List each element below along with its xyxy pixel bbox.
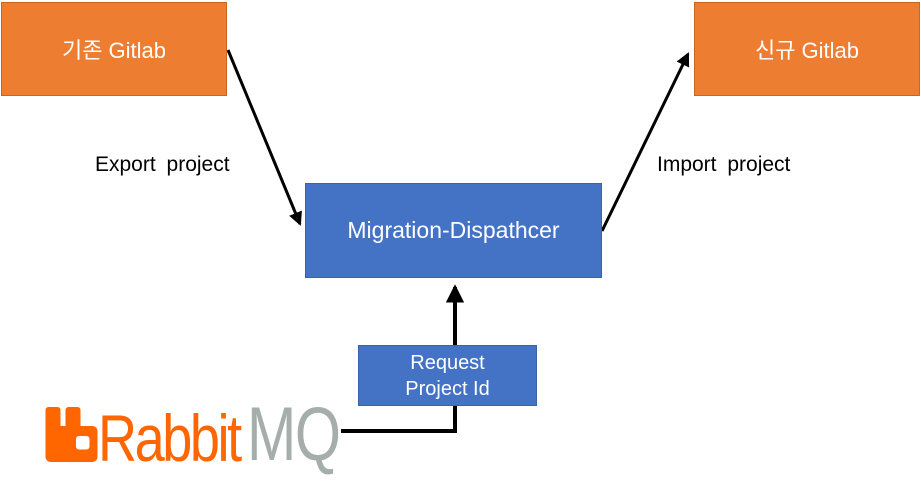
edge-rabbitmq-to-dispatcher-arrow bbox=[341, 284, 465, 433]
edge-label-import-project: Import project bbox=[657, 153, 791, 176]
node-old-gitlab: 기존 Gitlab bbox=[1, 2, 227, 96]
node-new-gitlab: 신규 Gitlab bbox=[694, 2, 920, 96]
node-new-gitlab-label: 신규 Gitlab bbox=[754, 38, 860, 63]
rabbitmq-logo-text-rabbit: Rabbit bbox=[98, 401, 242, 475]
node-migration-dispatcher-label: Migration-Dispathcer bbox=[347, 217, 560, 243]
node-request-label-line1: Request bbox=[410, 351, 485, 374]
rabbitmq-icon bbox=[45, 407, 98, 462]
node-migration-dispatcher: Migration-Dispathcer bbox=[305, 183, 602, 278]
node-request-project-id: Request Project Id bbox=[358, 345, 537, 406]
rabbitmq-logo-text-mq: MQ bbox=[247, 392, 341, 477]
node-request-label-line2: Project Id bbox=[405, 377, 490, 400]
edge-label-export-project: Export project bbox=[95, 153, 230, 176]
edge-export-arrow bbox=[226, 49, 302, 226]
node-old-gitlab-label: 기존 Gitlab bbox=[61, 38, 167, 63]
edge-import-arrow bbox=[600, 52, 690, 232]
